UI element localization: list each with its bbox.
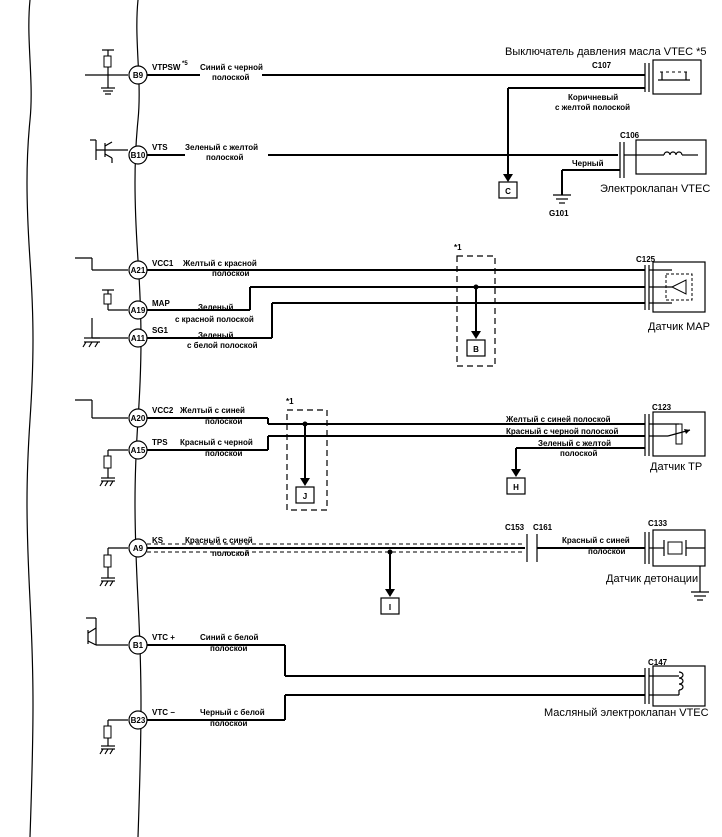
c161-wire-line2: полоской bbox=[588, 547, 626, 556]
pin-b23-wire-line1: Черный с белой bbox=[200, 708, 265, 717]
pin-b23-label: B23 bbox=[131, 716, 146, 725]
pin-a15-group: A15 TPS Красный с черной полоской bbox=[99, 435, 645, 487]
pin-a19-wire-line2: с красной полоской bbox=[175, 315, 254, 324]
knock-sensor-label: Датчик детонации bbox=[606, 573, 698, 585]
pin-a20-label: A20 bbox=[131, 414, 146, 423]
pin-b23-wire-line2: полоской bbox=[210, 719, 248, 728]
vtec-solenoid: C106 Черный G101 Электроклапан VTEC bbox=[549, 131, 710, 218]
pin-a20-group: A20 VCC2 Желтый с синей полоской bbox=[75, 399, 645, 428]
pin-a15-wire-line1: Красный с черной bbox=[180, 438, 253, 447]
c107-wire-line1: Коричневый bbox=[568, 93, 618, 102]
pin-a9-group: A9 KS Красный с синей полоской I bbox=[99, 536, 525, 615]
pin-a15-signal: TPS bbox=[152, 438, 168, 447]
tp-sensor: Желтый с синей полоской Красный с черной… bbox=[505, 403, 706, 495]
pin-b1-signal: VTC + bbox=[152, 633, 175, 642]
pin-b9-label: B9 bbox=[133, 71, 144, 80]
pin-a15-label: A15 bbox=[131, 446, 146, 455]
pin-a19-label: A19 bbox=[131, 306, 146, 315]
vtc-oil-valve: C147 Масляный электроклапан VTEC bbox=[544, 658, 709, 719]
tp-branch-line1: Зеленый с желтой bbox=[538, 439, 611, 448]
pin-b10-wire-line2: полоской bbox=[206, 153, 244, 162]
pin-a20-wire-line2: полоской bbox=[205, 417, 243, 426]
c106-label: C106 bbox=[620, 131, 640, 140]
c161-wire-line1: Красный с синей bbox=[562, 536, 630, 545]
map-sensor: C125 Датчик MAP bbox=[636, 255, 710, 333]
pin-b1-wire-line1: Синий с белой bbox=[200, 633, 259, 642]
pin-b9-signal: VTPSW bbox=[152, 63, 181, 72]
pin-a19-wire-line1: Зеленый bbox=[198, 303, 234, 312]
pin-b10-group: B10 VTS Зеленый с желтой полоской bbox=[90, 139, 618, 165]
pin-a21-wire-line2: полоской bbox=[212, 269, 250, 278]
ref-b: B bbox=[473, 345, 479, 354]
pin-b23-signal: VTC − bbox=[152, 708, 175, 717]
vtec-pressure-switch-label: Выключатель давления масла VTEC *5 bbox=[505, 46, 707, 58]
pin-a21-signal: VCC1 bbox=[152, 259, 174, 268]
c106-wire: Черный bbox=[572, 159, 604, 168]
pin-a9-label: A9 bbox=[133, 544, 144, 553]
pin-b10-wire-line1: Зеленый с желтой bbox=[185, 143, 258, 152]
tp-wire-vcc2: Желтый с синей полоской bbox=[505, 415, 611, 424]
ecm-right-border bbox=[134, 0, 142, 837]
pin-a21-group: A21 VCC1 Желтый с красной полоской bbox=[75, 257, 645, 280]
pin-a11-wire-line1: Зеленый bbox=[198, 331, 234, 340]
c123-label: C123 bbox=[652, 403, 672, 412]
tp-branch-line2: полоской bbox=[560, 449, 598, 458]
pin-b23-group: B23 VTC − Черный с белой полоской bbox=[99, 694, 645, 755]
pin-b9-wire-line2: полоской bbox=[212, 73, 250, 82]
ref-c: C bbox=[505, 187, 511, 196]
vtc-oil-valve-label: Масляный электроклапан VTEC bbox=[544, 707, 709, 719]
pin-a21-label: A21 bbox=[131, 266, 146, 275]
c147-label: C147 bbox=[648, 658, 668, 667]
c133-label: C133 bbox=[648, 519, 668, 528]
vtec-pressure-switch: Выключатель давления масла VTEC *5 C107 … bbox=[498, 46, 707, 199]
ref-h: H bbox=[513, 483, 519, 492]
pin-a11-group: A11 SG1 Зеленый с белой полоской bbox=[82, 302, 645, 350]
shield-b: *1 B bbox=[454, 243, 496, 367]
pin-a9-signal: KS bbox=[152, 536, 164, 545]
ground-g101: G101 bbox=[549, 209, 569, 218]
pin-a21-wire-line1: Желтый с красной bbox=[182, 259, 257, 268]
pin-b9-wire-line1: Синий с черной bbox=[200, 63, 263, 72]
c107-label: C107 bbox=[592, 61, 612, 70]
c125-label: C125 bbox=[636, 255, 656, 264]
c153-label: C153 bbox=[505, 523, 525, 532]
c107-wire-line2: с желтой полоской bbox=[555, 103, 630, 112]
note-star1-j: *1 bbox=[286, 397, 294, 406]
pin-a9-wire-line1: Красный с синей bbox=[185, 536, 253, 545]
map-sensor-label: Датчик MAP bbox=[648, 321, 710, 333]
pin-a9-wire-line2: полоской bbox=[212, 549, 250, 558]
vtec-solenoid-label: Электроклапан VTEC bbox=[600, 183, 710, 195]
pin-a11-wire-line2: с белой полоской bbox=[187, 341, 258, 350]
pin-a20-signal: VCC2 bbox=[152, 406, 174, 415]
pin-b1-wire-line2: полоской bbox=[210, 644, 248, 653]
pin-a19-group: A19 MAP Зеленый с красной полоской bbox=[102, 286, 645, 324]
shield-j: *1 J bbox=[286, 397, 328, 511]
c161-label: C161 bbox=[533, 523, 553, 532]
pin-b1-label: B1 bbox=[133, 641, 144, 650]
ref-i: I bbox=[389, 603, 391, 612]
pin-b9-group: B9 VTPSW *5 Синий с черной полоской bbox=[85, 49, 645, 95]
pin-b9-superscript: *5 bbox=[182, 61, 188, 67]
pin-b10-label: B10 bbox=[131, 151, 146, 160]
note-star1-b: *1 bbox=[454, 243, 462, 252]
knock-sensor: C153 C161 Красный с синей полоской C133 … bbox=[505, 519, 709, 601]
pin-a11-signal: SG1 bbox=[152, 326, 169, 335]
tp-wire-tps: Красный с черной полоской bbox=[506, 427, 618, 436]
pin-b1-group: B1 VTC + Синий с белой полоской bbox=[86, 617, 645, 677]
pin-a19-signal: MAP bbox=[152, 299, 170, 308]
pin-a15-wire-line2: полоской bbox=[205, 449, 243, 458]
pin-b10-signal: VTS bbox=[152, 143, 168, 152]
pin-a20-wire-line1: Желтый с синей bbox=[179, 406, 245, 415]
ecm-left-border bbox=[26, 0, 34, 837]
ref-j: J bbox=[303, 492, 307, 501]
pin-a11-label: A11 bbox=[131, 334, 146, 343]
tp-sensor-label: Датчик TP bbox=[650, 461, 702, 473]
